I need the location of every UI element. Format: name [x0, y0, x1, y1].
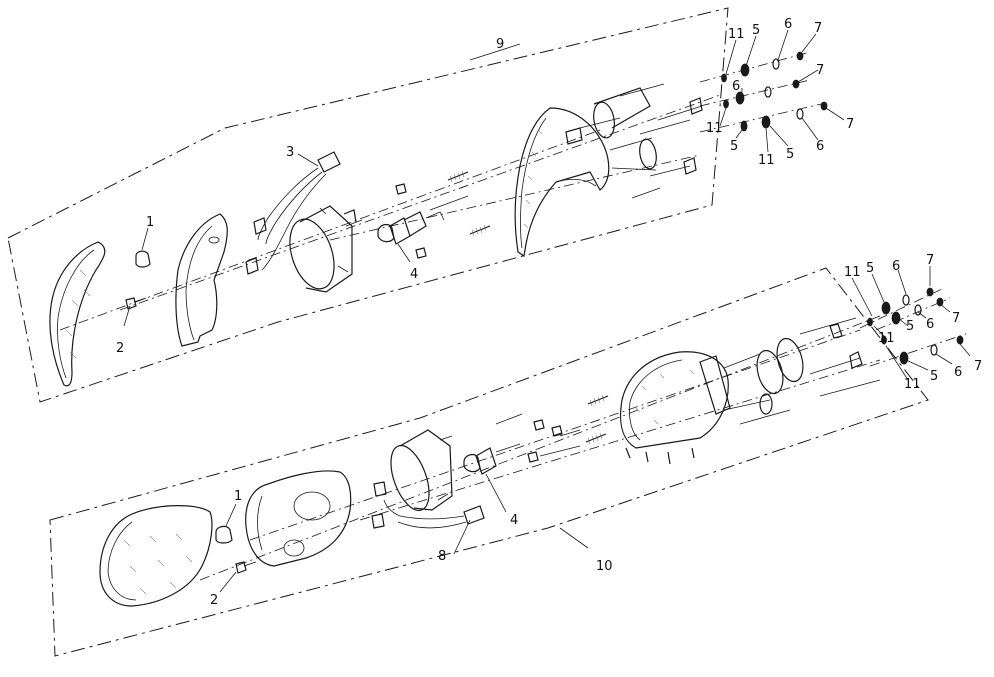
upper-group-boundary	[7, 7, 729, 403]
callout-6-f: 6	[954, 365, 962, 380]
upper-headlight-assembly	[7, 7, 845, 403]
callout-7-e: 7	[952, 311, 960, 326]
callout-11-b: 11	[706, 121, 723, 136]
callout-6-b: 6	[732, 79, 740, 94]
callout-4-lower: 4	[510, 513, 518, 528]
lower-reflector	[390, 429, 453, 512]
lower-headlight-assembly	[49, 266, 971, 657]
upper-wiring-harness	[245, 151, 341, 275]
lower-small-bulb	[235, 561, 257, 574]
lower-adjuster-screws	[495, 394, 609, 463]
upper-position-bulb	[135, 250, 151, 268]
upper-leader-lines	[123, 29, 845, 327]
upper-adjuster-screws	[345, 170, 491, 259]
callout-9: 9	[496, 37, 504, 52]
callout-11-f: 11	[904, 377, 921, 392]
callout-6-d: 6	[892, 259, 900, 274]
upper-rear-housing	[514, 87, 657, 258]
callout-10: 10	[596, 559, 613, 574]
callout-7-d: 7	[926, 253, 934, 268]
callout-8: 8	[438, 549, 446, 564]
callout-3: 3	[286, 145, 294, 160]
upper-mount-bolts	[619, 83, 703, 199]
callout-5-c: 5	[786, 147, 794, 162]
callout-7-f: 7	[974, 359, 982, 374]
callout-11-c: 11	[758, 153, 775, 168]
callout-7-c: 7	[846, 117, 854, 132]
callout-5-a: 5	[752, 23, 760, 38]
callout-7-b: 7	[816, 63, 824, 78]
lower-bezel	[245, 470, 352, 567]
lower-group-boundary	[49, 267, 929, 657]
callout-5-b: 5	[730, 139, 738, 154]
callout-6-c: 6	[816, 139, 824, 154]
callout-2-lower: 2	[210, 593, 218, 608]
upper-hardware-stack	[699, 51, 831, 133]
lower-position-bulb	[215, 525, 233, 544]
callout-7-a: 7	[814, 21, 822, 36]
upper-bezel	[175, 213, 228, 347]
callout-6-a: 6	[784, 17, 792, 32]
callout-5-f: 5	[930, 369, 938, 384]
callout-11-e: 11	[878, 331, 895, 346]
lower-leader-lines	[219, 266, 971, 593]
callout-1-lower: 1	[234, 489, 242, 504]
callout-11-a: 11	[728, 27, 745, 42]
lower-mount-bolts	[799, 317, 881, 397]
callout-2-upper: 2	[116, 341, 124, 356]
callout-1-upper: 1	[146, 215, 154, 230]
callout-6-e: 6	[926, 317, 934, 332]
callout-labels: 9 3 1 2 4 11 5 6 7 6 7 11 5 11 5 6 7 11 …	[116, 17, 982, 608]
lower-headlight-lens	[99, 505, 213, 607]
lower-wiring-harness	[371, 481, 485, 529]
callout-5-d: 5	[866, 261, 874, 276]
lower-headlight-bulb	[463, 443, 521, 475]
lower-rear-housing	[619, 337, 804, 465]
upper-reflector	[289, 205, 357, 293]
lower-hardware-stack	[859, 287, 967, 367]
upper-headlight-lens	[49, 241, 106, 387]
callout-11-d: 11	[844, 265, 861, 280]
callout-4-upper: 4	[410, 267, 418, 282]
upper-small-bulb	[125, 297, 147, 310]
upper-headlight-bulb	[377, 211, 445, 245]
callout-5-e: 5	[906, 319, 914, 334]
